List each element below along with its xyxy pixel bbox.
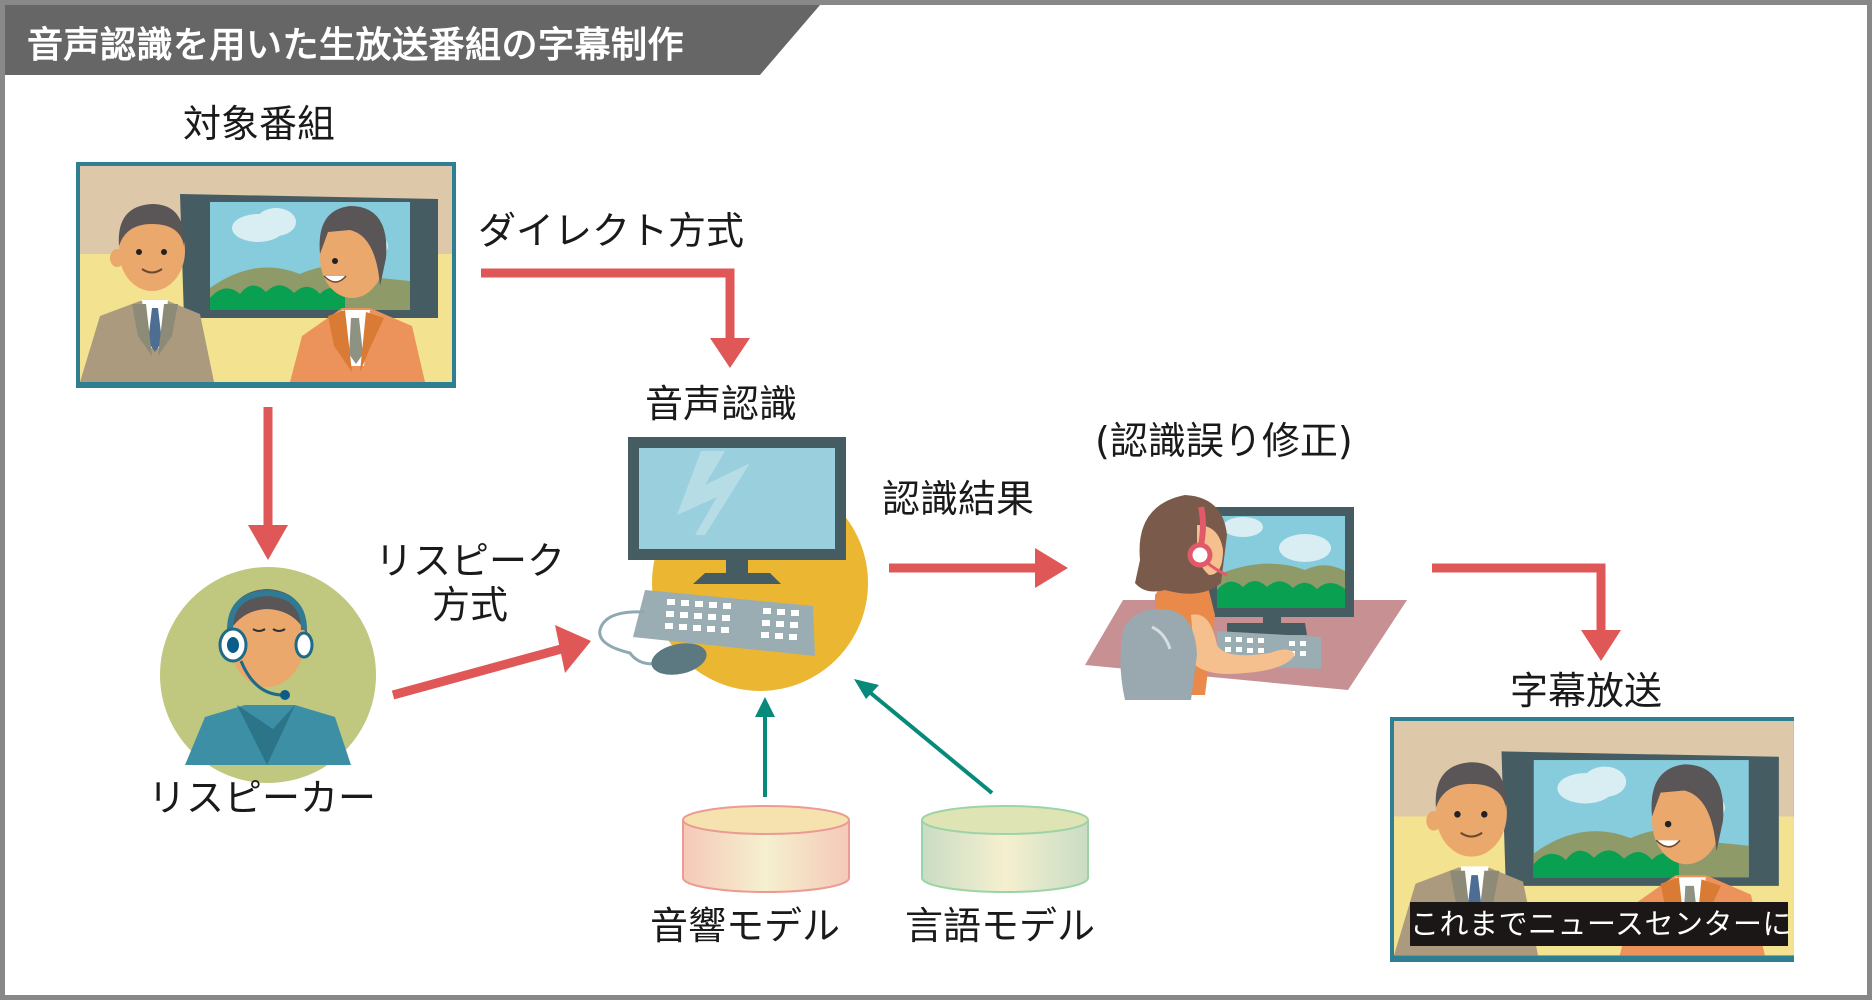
label-respeak-method-line2: 方式 (431, 582, 508, 627)
label-recognition-result: 認識結果 (882, 477, 1035, 521)
correction-to-broadcast-arrow (1432, 563, 1621, 661)
caption-subtitle: これまでニュースセンターに (1410, 902, 1792, 946)
label-respeak-method-line1: リスピーク (374, 539, 565, 583)
label-correction: (認識誤り修正) (1095, 419, 1353, 463)
label-acoustic-model: 音響モデル (650, 904, 841, 948)
title-banner: 音声認識を用いた生放送番組の字幕制作 (5, 5, 820, 75)
illustration-layer (76, 162, 1795, 962)
target-program-tv (76, 162, 456, 388)
label-target-program: 対象番組 (183, 102, 336, 146)
label-speech-recognition: 音声認識 (645, 382, 798, 426)
respeaker-figure (160, 567, 376, 783)
acoustic-model-database (682, 805, 850, 893)
recognition-result-arrow (889, 548, 1068, 588)
diagram-canvas: 音声認識を用いた生放送番組の字幕制作 (5, 5, 1867, 995)
label-caption-broadcast: 字幕放送 (1510, 669, 1663, 713)
label-respeaker: リスピーカー (148, 776, 377, 820)
keyboard-keys (665, 599, 799, 640)
studio-scene-image (79, 165, 453, 383)
label-direct-method: ダイレクト方式 (478, 209, 745, 253)
respeak-method-arrow (391, 625, 591, 700)
speech-recognition-computer (598, 437, 868, 691)
program-to-respeaker-arrow (248, 407, 288, 560)
language-model-arrow (854, 679, 994, 795)
diagram-title: 音声認識を用いた生放送番組の字幕制作 (27, 25, 685, 66)
label-respeak-method: リスピーク 方式 (365, 539, 575, 627)
correction-operator-figure (1085, 495, 1407, 700)
label-language-model: 言語モデル (905, 904, 1096, 948)
language-model-database (921, 805, 1089, 893)
acoustic-model-arrow (755, 697, 775, 797)
direct-method-arrow (481, 268, 750, 368)
